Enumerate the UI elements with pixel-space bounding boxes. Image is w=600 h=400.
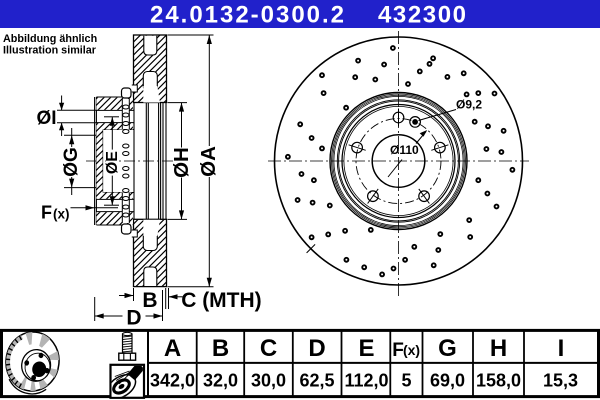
svg-text:15,3: 15,3 [543, 371, 578, 391]
svg-text:Ø110: Ø110 [390, 143, 419, 157]
svg-text:B: B [212, 335, 229, 362]
svg-text:E: E [358, 335, 374, 362]
svg-text:D: D [126, 307, 141, 330]
svg-text:62,5: 62,5 [299, 371, 334, 391]
svg-text:24.0132-0300.2: 24.0132-0300.2 [150, 2, 344, 29]
svg-text:ØE: ØE [104, 151, 121, 174]
svg-text:432300: 432300 [378, 2, 466, 29]
svg-text:C (MTH): C (MTH) [181, 289, 261, 312]
svg-text:B: B [142, 289, 157, 312]
svg-text:69,0: 69,0 [430, 371, 465, 391]
svg-text:112,0: 112,0 [344, 371, 388, 391]
svg-text:F: F [41, 203, 52, 223]
svg-text:(x): (x) [403, 342, 420, 358]
svg-text:ØH: ØH [170, 147, 193, 178]
svg-text:A: A [164, 335, 181, 362]
svg-text:Illustration similar: Illustration similar [3, 45, 97, 57]
svg-text:H: H [490, 335, 507, 362]
svg-text:C: C [260, 335, 277, 362]
svg-text:G: G [438, 335, 457, 362]
svg-text:5: 5 [401, 371, 411, 391]
svg-text:D: D [308, 335, 325, 362]
svg-text:342,0: 342,0 [150, 371, 195, 391]
svg-text:(x): (x) [53, 207, 70, 222]
svg-text:ØI: ØI [37, 108, 57, 129]
svg-text:Abbildung ähnlich: Abbildung ähnlich [3, 33, 97, 45]
svg-text:158,0: 158,0 [476, 371, 521, 391]
svg-text:ØG: ØG [61, 147, 82, 177]
svg-text:F: F [392, 340, 404, 361]
svg-text:I: I [558, 335, 565, 362]
svg-text:32,0: 32,0 [203, 371, 238, 391]
svg-text:30,0: 30,0 [251, 371, 286, 391]
svg-text:ØA: ØA [197, 146, 220, 177]
svg-text:Ø9,2: Ø9,2 [456, 98, 482, 112]
